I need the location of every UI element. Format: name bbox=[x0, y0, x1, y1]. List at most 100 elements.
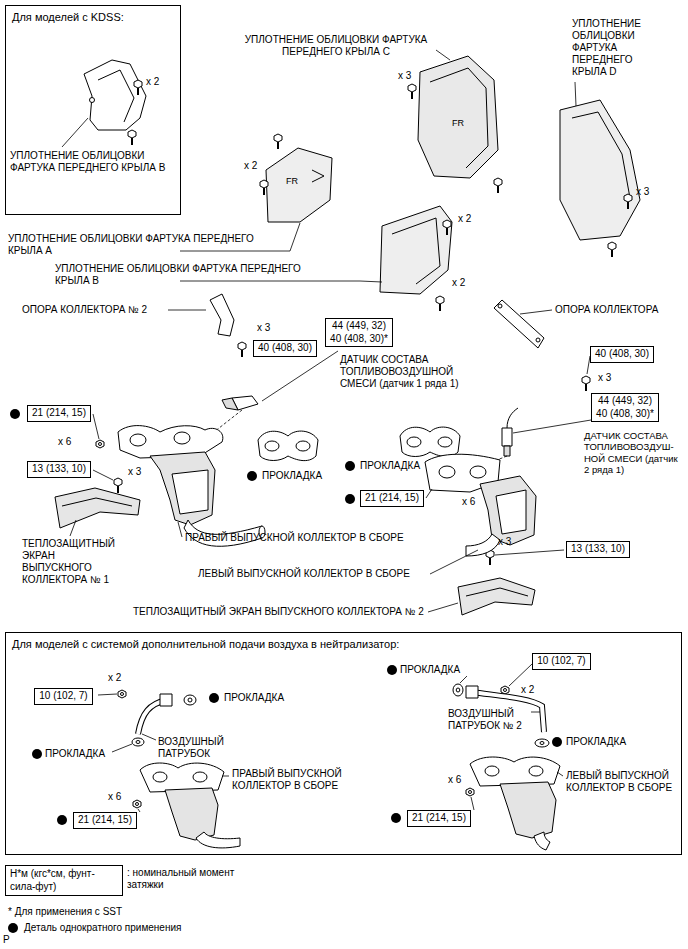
quantity-label: x 2 bbox=[458, 213, 471, 225]
manifold bbox=[193, 772, 207, 782]
air-pipe bbox=[138, 694, 172, 734]
torque-value: 40 (408, 30)* bbox=[596, 408, 654, 421]
part-label: ВОЗДУШНЫЙ ПАТРУБОК bbox=[158, 736, 238, 760]
leader-line bbox=[93, 470, 113, 480]
gasket bbox=[188, 698, 192, 702]
quantity-label: x 6 bbox=[462, 496, 475, 508]
leader-line bbox=[430, 550, 478, 574]
leader-line bbox=[575, 82, 576, 106]
leader-line bbox=[262, 351, 338, 401]
bolt bbox=[624, 194, 632, 202]
gasket bbox=[456, 688, 460, 692]
gasket bbox=[184, 695, 196, 705]
dashed-line bbox=[214, 410, 242, 432]
torque-value: 13 (133, 10) bbox=[571, 543, 625, 556]
bolt bbox=[117, 486, 119, 493]
quantity-label: x 6 bbox=[58, 436, 71, 448]
sensor bbox=[507, 408, 518, 428]
leader-line bbox=[428, 603, 458, 612]
leader-line bbox=[557, 772, 563, 776]
torque-value: 40 (408, 30) bbox=[595, 348, 649, 361]
bolt bbox=[114, 80, 632, 565]
leader-line bbox=[531, 712, 540, 713]
gasket bbox=[400, 427, 460, 457]
one-time-use-dot bbox=[552, 737, 562, 747]
part-label: ПРАВЫЙ ВЫПУСКНОЙ КОЛЛЕКТОР В СБОРЕ bbox=[232, 768, 362, 792]
page-mark: P bbox=[3, 934, 10, 946]
torque-box: 21 (214, 15) bbox=[407, 810, 471, 827]
part-label: ПРОКЛАДКА bbox=[400, 664, 460, 676]
one-time-use-dot bbox=[345, 494, 355, 504]
manifold bbox=[496, 490, 526, 534]
support-part bbox=[536, 338, 540, 342]
one-time-use-dot bbox=[387, 665, 397, 675]
seal-part bbox=[560, 100, 640, 240]
torque-value: 13 (133, 10) bbox=[32, 463, 86, 476]
bolt bbox=[263, 188, 265, 195]
bolt bbox=[489, 558, 491, 565]
torque-box: 40 (408, 30) bbox=[590, 346, 654, 363]
quantity-label: x 6 bbox=[448, 774, 461, 786]
torque-value: 44 (449, 32) bbox=[598, 395, 652, 408]
seal-part bbox=[572, 112, 630, 198]
one-time-use-dot bbox=[391, 813, 401, 823]
gasket bbox=[265, 441, 279, 451]
part-label: ПРОКЛАДКА bbox=[566, 736, 626, 748]
one-time-use-dot bbox=[247, 471, 257, 481]
bolt bbox=[408, 84, 416, 92]
air-pipe bbox=[466, 686, 478, 698]
leader-line bbox=[460, 676, 467, 683]
air-pipe bbox=[160, 694, 172, 706]
sensor bbox=[222, 396, 518, 456]
quantity-label: x 3 bbox=[398, 70, 411, 82]
gasket bbox=[438, 437, 452, 447]
seal-part bbox=[560, 100, 640, 240]
part-label: ДАТЧИК СОСТАВА ТОПЛИВОВОЗДУШНОЙ СМЕСИ (д… bbox=[340, 354, 460, 390]
leader-line bbox=[98, 694, 117, 695]
support-part bbox=[494, 300, 544, 348]
legend-sample-text: Н*м (кгс*см, фунт-сила-фут) bbox=[10, 868, 118, 893]
quantity-label: x 3 bbox=[636, 186, 649, 198]
legend-text: : номинальный момент затяжки bbox=[127, 867, 237, 891]
seal-part bbox=[84, 60, 146, 130]
seal-part bbox=[84, 60, 146, 130]
bolt bbox=[128, 130, 136, 138]
nut bbox=[136, 803, 139, 806]
seal-part bbox=[418, 56, 498, 178]
gasket bbox=[258, 431, 318, 461]
leader-line bbox=[70, 520, 76, 536]
bolt bbox=[585, 384, 587, 391]
manifold bbox=[196, 832, 240, 848]
part-label: ВОЗДУШНЫЙ ПАТРУБОК № 2 bbox=[448, 708, 538, 732]
nut bbox=[133, 800, 141, 808]
manifold bbox=[500, 782, 556, 838]
leader-line bbox=[471, 797, 474, 810]
torque-value: 21 (214, 15) bbox=[412, 812, 466, 825]
one-time-use-dot bbox=[345, 461, 355, 471]
torque-box: 10 (102, 7) bbox=[34, 688, 93, 705]
quantity-label: x 2 bbox=[146, 76, 159, 88]
support-part bbox=[210, 294, 234, 336]
manifold bbox=[172, 470, 208, 514]
manifold bbox=[165, 788, 218, 840]
legend-sample-box: Н*м (кгс*см, фунт-сила-фут) bbox=[5, 865, 123, 896]
quantity-label: x 2 bbox=[452, 277, 465, 289]
footnote: * Для применения с SST bbox=[8, 906, 122, 918]
gasket bbox=[535, 739, 549, 747]
leader-line bbox=[509, 664, 532, 686]
nut bbox=[121, 693, 124, 696]
part-label: УПЛОТНЕНИЕ ОБЛИЦОВКИ ФАРТУКА ПЕРЕДНЕГО К… bbox=[236, 34, 436, 58]
torque-box: 40 (408, 30) bbox=[253, 340, 317, 357]
one-time-use-dot bbox=[209, 693, 219, 703]
part-label: ОПОРА КОЛЛЕКТОРА № 2 bbox=[22, 304, 147, 316]
part-label: ЛЕВЫЙ ВЫПУСКНОЙ КОЛЛЕКТОР В СБОРЕ bbox=[198, 568, 410, 580]
sensor bbox=[502, 428, 512, 446]
sensor bbox=[504, 446, 510, 456]
manifold bbox=[118, 426, 223, 458]
one-time-use-dot bbox=[32, 749, 42, 759]
part-label: УПЛОТНЕНИЕ ОБЛИЦОВКИ ФАРТУКА ПЕРЕДНЕГО К… bbox=[10, 150, 175, 174]
variant-panel: Для моделей с KDSS: bbox=[5, 5, 181, 215]
torque-value: 21 (214, 15) bbox=[32, 407, 86, 420]
part-label: ПРАВЫЙ ВЫПУСКНОЙ КОЛЛЕКТОР В СБОРЕ bbox=[185, 532, 404, 544]
